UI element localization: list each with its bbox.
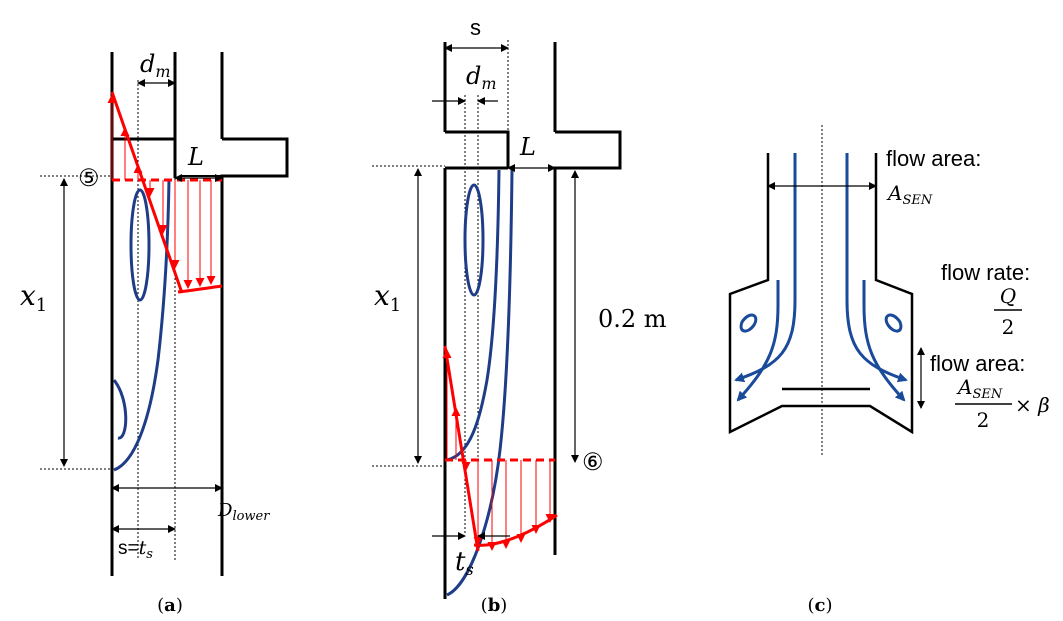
panel-b-caption: (b) <box>481 595 508 616</box>
panel-a: dm L ⑤ x1 Dlower s=ts (a) <box>20 50 289 616</box>
panel-b-L-label: L <box>519 133 536 161</box>
panel-a-s-ts-label: s=ts <box>118 537 153 562</box>
panel-b-station-marker: ⑥ <box>582 448 604 476</box>
panel-a-x1-label: x1 <box>20 279 47 316</box>
panel-b-s-label: s <box>470 15 481 40</box>
panel-c-A-sen2-numerator: ASEN <box>956 375 1003 402</box>
panel-a-L-label: L <box>187 143 204 171</box>
panel-c-caption: (c) <box>807 595 832 616</box>
panel-b-dm-label: dm <box>466 62 497 93</box>
panel-c-flow-rate-label: flow rate: <box>941 260 1030 285</box>
panel-b-velocity-profile <box>442 345 558 552</box>
panel-c-Q-numerator: Q <box>1000 284 1016 308</box>
panel-c-flow-area-bottom-label: flow area: <box>930 351 1025 376</box>
panel-b-walls <box>443 42 622 599</box>
panel-b-streamlines <box>446 169 514 597</box>
panel-a-station-marker: ⑤ <box>78 164 100 192</box>
panel-c-A-sen-label: ASEN <box>886 181 933 208</box>
panel-c-Q-denominator: 2 <box>1002 315 1015 339</box>
panel-b: s dm L x1 0.2 m ⑥ ts (b) <box>372 15 667 616</box>
panel-c-nozzle-outline <box>728 153 914 435</box>
panel-c-A-sen2-denominator: 2 <box>977 408 990 432</box>
panel-b-dimensions <box>414 44 579 540</box>
panel-a-dimensions <box>60 79 223 533</box>
panel-c-streamlines <box>734 153 908 402</box>
panel-a-streamlines <box>112 179 171 472</box>
panel-b-height-label: 0.2 m <box>598 305 667 333</box>
panel-a-reference-lines <box>40 80 176 560</box>
panel-c-times-beta: × β <box>1015 393 1050 417</box>
panel-c-flow-area-top-label: flow area: <box>886 146 981 171</box>
panel-a-dm-label: dm <box>140 50 171 81</box>
panel-b-ts-label: ts <box>455 547 474 579</box>
panel-c: flow area: ASEN flow rate: Q 2 flow area… <box>728 125 1050 616</box>
panel-a-D-lower-label: Dlower <box>217 500 270 524</box>
panel-a-caption: (a) <box>157 595 183 616</box>
panel-c-dimensions <box>767 182 925 409</box>
panel-b-x1-label: x1 <box>374 279 401 316</box>
panel-b-reference-lines <box>372 40 509 535</box>
